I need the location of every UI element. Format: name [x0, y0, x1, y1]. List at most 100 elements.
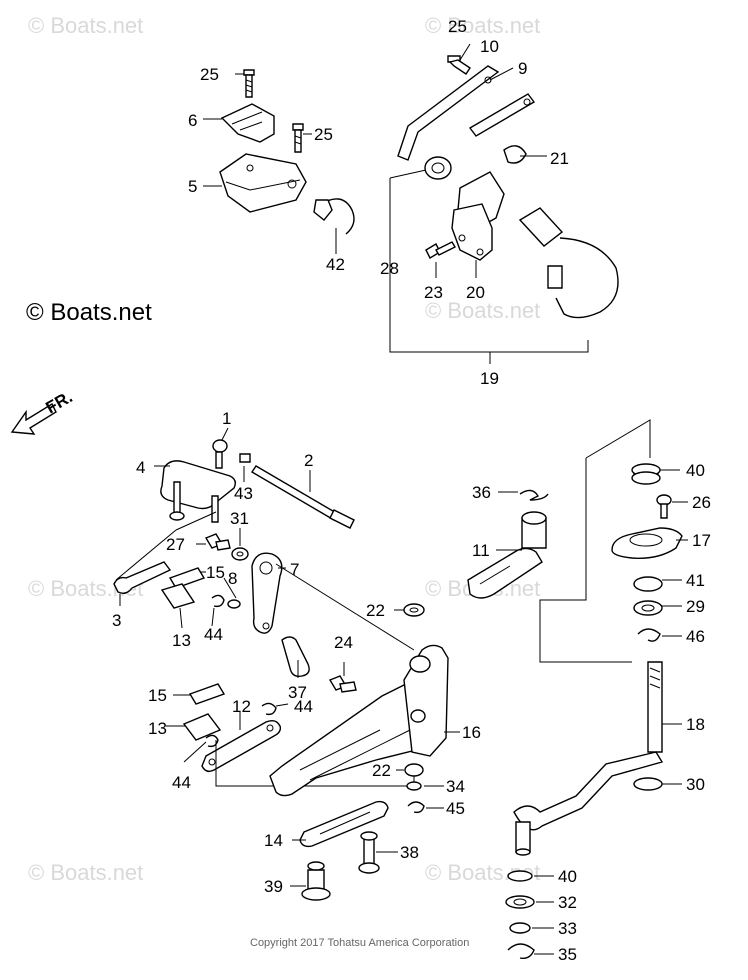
clip-15-lower: [188, 683, 226, 705]
part-label: 6: [188, 111, 197, 130]
watermark: © Boats.net: [425, 13, 540, 38]
bolt-23: [425, 241, 456, 259]
part-label: 10: [480, 37, 499, 56]
switch-assembly-top-right: [389, 43, 619, 364]
neutral-switch: [518, 207, 564, 247]
part-label: 16: [462, 723, 481, 742]
part-label: 40: [558, 867, 577, 886]
part-label: 20: [466, 283, 485, 302]
copyright-notice: Copyright 2017 Tohatsu America Corporati…: [250, 937, 469, 949]
plate-10: [397, 65, 500, 161]
clip-42: [317, 198, 355, 235]
part-label: 18: [686, 715, 705, 734]
part-label: 23: [424, 283, 443, 302]
shaft-18: [647, 661, 663, 753]
part-label: 13: [148, 719, 167, 738]
e-ring-44-right: [261, 702, 277, 716]
part-label: 39: [264, 877, 283, 896]
part-label: 24: [334, 633, 353, 652]
part-label: 44: [172, 773, 191, 792]
clip-36: [519, 489, 549, 501]
part-label: 22: [372, 761, 391, 780]
part-label: 28: [380, 259, 399, 278]
guide-14: [299, 800, 389, 848]
brand-text: © Boats.net: [26, 299, 152, 326]
wire-connector: [547, 265, 563, 289]
o-ring-33: [509, 922, 531, 934]
bracket-5: [219, 153, 307, 213]
shift-shaft-assembly-right: [467, 419, 688, 960]
part-label: 25: [200, 65, 219, 84]
washer-31: [231, 547, 249, 561]
part-label: 12: [232, 697, 251, 716]
part-label: 2: [304, 451, 313, 470]
watermarks: © Boats.net © Boats.net © Boats.net © Bo…: [28, 13, 540, 885]
part-label: 27: [166, 535, 185, 554]
e-ring-45: [407, 801, 425, 814]
bracket-16-upright: [403, 644, 449, 757]
part-label: 11: [472, 541, 490, 560]
part-label: 26: [692, 493, 711, 512]
switch-wire: [555, 237, 619, 319]
part-label: 44: [294, 697, 313, 716]
part-label: 14: [264, 831, 283, 850]
watermark: © Boats.net: [28, 13, 143, 38]
part-label: 30: [686, 775, 705, 794]
e-ring-44-lower: [205, 734, 219, 748]
part-label: 34: [446, 777, 465, 796]
part-label: 1: [222, 409, 231, 428]
part-label: 4: [136, 458, 145, 477]
part-label: 33: [558, 919, 577, 938]
part-label: 5: [188, 177, 197, 196]
cable-9: [468, 93, 536, 137]
bolt-1: [212, 439, 228, 453]
e-ring-46: [637, 628, 661, 642]
washer-30: [633, 777, 663, 791]
nut-43: [239, 453, 251, 463]
rod-2: [251, 465, 339, 521]
shift-linkage-left: [113, 427, 355, 606]
part-label: 46: [686, 627, 705, 646]
pin-37: [281, 636, 310, 678]
washer-34: [406, 781, 422, 791]
part-label: 35: [558, 945, 577, 964]
arm-11: [467, 547, 543, 599]
part-label: 15: [206, 563, 225, 582]
bolt-25-mid: [292, 123, 304, 153]
part-label: 32: [558, 893, 577, 912]
part-label: 29: [686, 597, 705, 616]
part-label: 31: [230, 509, 249, 528]
part-label: 21: [550, 149, 569, 168]
part-label: 25: [448, 17, 467, 36]
part-label: 38: [400, 843, 419, 862]
washer-40-lower: [507, 870, 533, 882]
part-label: 42: [326, 255, 345, 274]
watermark: © Boats.net: [28, 860, 143, 885]
bolt-24: [328, 675, 357, 693]
lever-4: [160, 460, 237, 510]
part-label: 9: [518, 59, 527, 78]
shift-lever-7: [251, 552, 283, 634]
part-label: 13: [172, 631, 191, 650]
e-ring-44: [211, 594, 225, 608]
washer-8: [227, 599, 241, 609]
clip-15: [168, 567, 206, 589]
part-label: 15: [148, 686, 167, 705]
bolt-26: [656, 494, 672, 519]
part-label: 3: [112, 611, 121, 630]
part-number-labels: 25 6 25 5 42 25 10 9 21 28 23 20 19 1 2 …: [112, 17, 711, 964]
bracket-6: [220, 103, 275, 143]
part-label: 7: [290, 560, 299, 579]
clip-13: [160, 583, 196, 609]
washer-29: [633, 600, 663, 616]
part-label: 43: [234, 484, 253, 503]
washer-32: [505, 895, 535, 909]
front-direction-arrow: FR.: [10, 387, 76, 435]
clamp-21: [503, 145, 527, 164]
link-12: [201, 719, 282, 773]
part-label: 45: [446, 799, 465, 818]
bracket-20: [451, 203, 493, 261]
bolt-25-top-left: [243, 69, 255, 98]
bracket-assembly-top-left: [203, 69, 355, 254]
